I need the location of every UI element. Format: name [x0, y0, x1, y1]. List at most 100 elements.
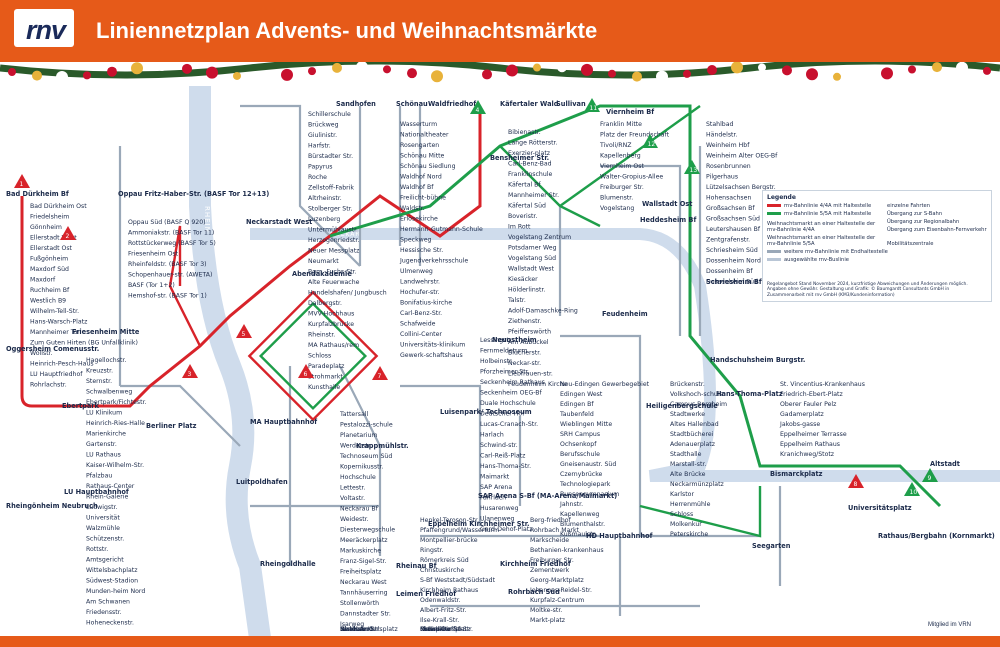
ornament-ball: [431, 70, 443, 83]
station-label: Neckarau Bf: [340, 506, 379, 513]
station-label: Bibienastr.: [508, 129, 541, 136]
ornament-ball: [857, 71, 867, 82]
station-label: Hochufer-str.: [400, 289, 440, 296]
ornament-ball: [557, 62, 567, 73]
station-label: Messplatz: [420, 626, 451, 633]
station-label: Ilse-Krall-Str.: [420, 617, 459, 624]
station-label: Ochsenkopf: [560, 441, 597, 448]
line-5-green: [329, 104, 942, 508]
station-label-major: Seegarten: [752, 542, 791, 550]
station-label: Fahrlach: [480, 495, 506, 502]
line-4-red: [20, 106, 482, 408]
station-label: Bad Dürkheim Ost: [30, 203, 87, 210]
station-label: Hessische Str.: [400, 247, 443, 254]
station-label: Alte Brücke: [670, 471, 706, 478]
station-label: Römerkreis Süd: [420, 557, 469, 564]
station-label: Schönau Siedlung: [400, 163, 456, 170]
station-label: Eppelheimer Terrasse: [780, 431, 847, 438]
christmas-tree-icon: [298, 364, 314, 378]
christmas-tree-icon: [904, 482, 920, 496]
station-label: Jakobs-gasse: [779, 421, 820, 428]
station-label: Blücherstr.: [508, 350, 541, 357]
station-label: Maimarkt: [480, 474, 510, 481]
station-label: Ludwigstr.: [86, 504, 118, 511]
station-label: Rheinfeldstr. (BASF Tor 3): [128, 261, 207, 268]
station-label: Herzogenriedstr.: [308, 237, 359, 244]
station-label: Stadtwerke: [670, 411, 705, 418]
station-label-major: Bismarckplatz: [770, 470, 823, 478]
station-label: Papyrus: [308, 164, 333, 171]
station-label: Lützelsachsen Bergstr.: [706, 184, 776, 191]
station-label: Kapellenweg: [560, 511, 600, 518]
station-label-major: Rathaus/Bergbahn (Kornmarkt): [878, 532, 995, 540]
station-label: Schriesheim Süd: [706, 247, 758, 254]
ornament-ball: [956, 62, 968, 74]
ornament-ball: [458, 72, 466, 81]
river-label-neckar: NECKAR: [330, 231, 361, 238]
station-label: Lettestr.: [340, 485, 365, 492]
ornament-ball: [533, 63, 541, 72]
station-label-major: Wallstadt Ost: [642, 200, 692, 208]
station-label: Potsdamer Weg: [508, 245, 557, 252]
station-label: Pforzheimer Str.: [480, 369, 530, 376]
station-label: Czernybrücke: [560, 471, 603, 478]
station-label: Wallstadt West: [508, 266, 554, 273]
station-label: Speckweg: [400, 237, 432, 244]
market-number: 3: [188, 371, 192, 378]
station-label-major: Krappmühlstr.: [356, 442, 409, 450]
ornament-ball: [56, 70, 68, 83]
station-label: Sandrain: [340, 626, 368, 633]
ornament-ball: [233, 71, 241, 80]
station-label-major: Neckarstadt West: [246, 218, 312, 226]
station-label: Neckarmünzplatz: [670, 481, 724, 488]
station-label-major: MA Hauptbahnhof: [250, 418, 317, 426]
station-label: Pilgerhaus: [706, 174, 738, 181]
station-label: Ebertpark/Fichtestr.: [86, 399, 147, 406]
station-label: Werderstr.: [340, 443, 372, 450]
station-label-major: Käfertaler Wald: [500, 100, 559, 108]
station-label: Rottstr.: [86, 546, 108, 553]
station-label: Viernheim Ost: [600, 163, 645, 170]
station-label-major: Leimen Friedhof: [396, 590, 456, 598]
market-number: 9: [928, 475, 932, 482]
legend-item: Weihnachtsmarkt an einer Haltestelle der…: [767, 235, 876, 247]
christmas-tree-icon: [470, 100, 486, 114]
station-label: Munden-heim Nord: [86, 588, 145, 595]
station-label: Lucas-Cranach-Str.: [480, 421, 538, 428]
legend-item: Mobilitätszentrale: [887, 241, 934, 247]
station-label: Dalbergstr.: [308, 300, 342, 307]
christmas-garland: [0, 62, 1000, 88]
station-label: Rathaus-Center: [86, 483, 135, 490]
station-label: S-Bf Weststadt/Südstadt: [420, 577, 496, 584]
station-label: Eppelheim Rathaus: [780, 441, 840, 448]
station-label: Schopenhauer-str. (AWETA): [128, 272, 212, 279]
station-label: Walzmühle: [86, 525, 120, 532]
station-label: Peterskirche: [670, 531, 708, 538]
station-label-major: Sullivan: [556, 100, 586, 108]
station-label: Fußgönheim: [30, 256, 68, 263]
station-label: LU Hauptfriedhof: [30, 371, 83, 378]
station-label-major: Rheingönheim Neubruch: [6, 502, 98, 510]
station-label: Stadthalle: [670, 451, 702, 458]
christmas-tree-icon: [642, 134, 658, 148]
station-label: Technologiepark: [559, 481, 611, 488]
station-label: Schwind-str.: [480, 442, 518, 449]
station-label: Rottstückerweg (BASF Tor 5): [128, 240, 216, 247]
station-label: Tivoli/RNZ: [599, 142, 631, 149]
station-label: Rosengarten: [400, 142, 439, 149]
station-label: Rheinau Karlsplatz: [340, 626, 398, 633]
station-label: Deutscher Hof: [480, 411, 525, 418]
station-label: Sternstr.: [86, 378, 112, 385]
legend-item: Weihnachtsmarkt an einer Haltestelle der…: [767, 221, 876, 233]
station-label: Leutershausen Bf: [706, 226, 761, 233]
station-label: Gadamerplatz: [780, 411, 824, 418]
station-label: Rhein-Galerie: [86, 494, 129, 501]
market-number: 13: [690, 167, 698, 174]
station-label: Ammoniakstr. (BASF Tor 11): [128, 230, 214, 237]
market-number: 1: [20, 181, 24, 188]
ornament-ball: [506, 64, 518, 77]
station-label-major: SAP Arena S-Bf (MA-Arena/Maimarkt): [478, 492, 617, 500]
station-label: Heinrich-Pesch-Haus: [30, 361, 94, 368]
station-label: Schloss: [670, 511, 693, 518]
station-label: Gartenstr.: [86, 441, 117, 448]
